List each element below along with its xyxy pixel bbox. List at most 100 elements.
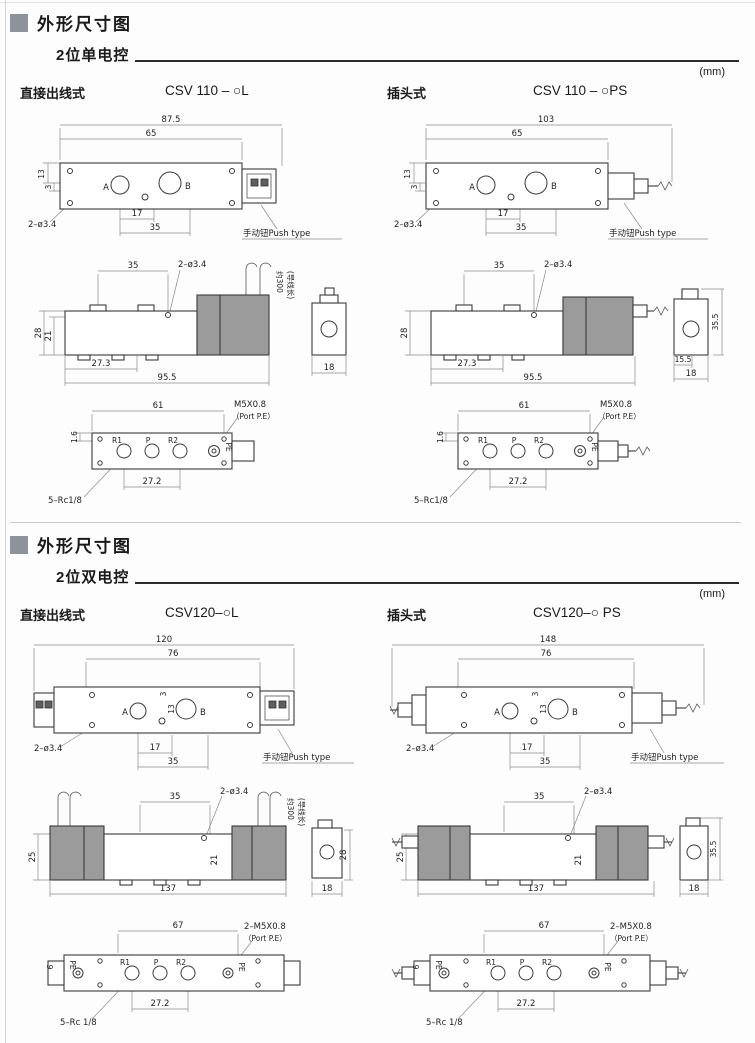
csv110-ps-top-view: 103 65 13 3 A B 2–ø3.4 17 35 手动钮Push typ… — [394, 115, 708, 240]
dim-overall: 103 — [537, 115, 553, 125]
dim-overall: 87.5 — [162, 115, 181, 125]
drawings-row: 120 76 3 13 A B 2–ø3.4 17 35 手动钮Push typ… — [10, 627, 741, 1037]
dim-17: 17 — [150, 743, 161, 753]
port-r1-label: R1 — [486, 958, 496, 967]
dim-6: 6 — [46, 964, 55, 969]
dim-1-6: 1.6 — [436, 431, 445, 443]
holes-callout: 2–ø3.4 — [584, 787, 612, 797]
port-r1-label: R1 — [478, 436, 488, 445]
holes-callout: 2–ø3.4 — [544, 260, 572, 270]
valve-top-outline — [424, 162, 672, 210]
dimension-labels: 35 2–ø3.4 约300 (导线长) 28 21 27.3 95.5 18 — [34, 260, 334, 383]
port-a-label: A — [494, 708, 500, 718]
csv120-ps-bottom-view: 67 2–M5X0.8 （Port P.E） PE 6 R1 P R2 PE 5… — [391, 921, 688, 1028]
subsection-title: 2位单电控 — [56, 47, 130, 64]
port-a-label: A — [103, 183, 109, 193]
type-label-direct-wire: 直接出线式 — [20, 86, 86, 101]
ports-thread-callout: 5–Rc1/8 — [48, 496, 82, 506]
dim-13: 13 — [37, 169, 46, 179]
dim-1-6: 1.6 — [70, 431, 79, 443]
dim-35: 35 — [493, 261, 504, 271]
column-labels: 直接出线式 CSV 110 – ○L 插头式 CSV 110 – ○PS — [10, 83, 741, 103]
dimension-labels: 103 65 13 3 A B 2–ø3.4 17 35 手动钮Push typ… — [394, 115, 676, 239]
dim-35: 35 — [128, 261, 139, 271]
port-a-label: A — [122, 708, 128, 718]
dim-13: 13 — [167, 704, 176, 714]
dimension-labels: 35 2–ø3.4 28 27.3 95.5 35.5 15.5 18 — [400, 260, 720, 383]
dim-13: 13 — [539, 704, 548, 714]
port-r1-label: R1 — [112, 436, 122, 445]
manual-button-callout: 手动钮Push type — [631, 752, 698, 763]
dim-61: 61 — [518, 401, 529, 411]
port-b-label: B — [200, 708, 206, 718]
dimension-labels: 61 M5X0.8 （Port P.E） 1.6 R1 P R2 PE 5–Rc… — [414, 400, 641, 506]
dim-35: 35 — [170, 792, 181, 802]
subsection-title: 2位双电控 — [56, 569, 130, 586]
unit-note: (mm) — [699, 66, 725, 78]
dimension-labels: 35 2–ø3.4 约300 (导线长) 25 21 137 28 18 — [28, 787, 349, 894]
dim-overall: 148 — [539, 635, 555, 645]
port-a-label: A — [469, 183, 475, 193]
section-divider — [10, 522, 741, 523]
dim-28: 28 — [339, 850, 349, 861]
port-pe-right-label: PE — [603, 962, 612, 972]
manifold-outline — [391, 954, 688, 992]
subsection-row: 2位单电控 — [56, 44, 741, 65]
port-pe-note: （Port P.E） — [598, 412, 641, 421]
port-r2-label: R2 — [542, 958, 552, 967]
port-p-label: P — [511, 436, 516, 445]
mounting-holes-callout: 2–ø3.4 — [28, 220, 56, 230]
section-title: 外形尺寸图 — [37, 537, 132, 556]
dim-67: 67 — [173, 921, 184, 931]
port-r2-label: R2 — [168, 436, 178, 445]
dim-21: 21 — [210, 855, 220, 866]
csv120-l-top-view: 120 76 3 13 A B 2–ø3.4 17 35 手动钮Push typ… — [33, 635, 354, 770]
dim-17: 17 — [521, 743, 532, 753]
manifold-outline — [91, 432, 255, 470]
thread-callout: M5X0.8 — [600, 400, 632, 410]
model-csv120-l: CSV120–○L — [165, 605, 239, 620]
ports-thread-callout: 5–Rc 1/8 — [426, 1018, 463, 1028]
dimension-lines — [408, 124, 708, 240]
dimension-labels: 87.5 65 13 3 A B 2–ø3.4 17 35 手动钮Push ty… — [28, 115, 310, 239]
page-top-edge — [0, 2, 755, 3]
dim-27-3: 27.3 — [457, 359, 476, 369]
column-labels: 直接出线式 CSV120–○L 插头式 CSV120–○ PS — [10, 605, 741, 625]
wire-length-value: 约300 — [286, 798, 296, 820]
drawings-row: 87.5 65 13 3 A B 2–ø3.4 17 35 手动钮Push ty… — [10, 105, 741, 515]
dim-35-5: 35.5 — [711, 313, 720, 330]
dim-13: 13 — [403, 169, 412, 179]
dim-18: 18 — [688, 884, 699, 894]
thread-callout: M5X0.8 — [234, 400, 266, 410]
model-csv110-ps: CSV 110 – ○PS — [533, 83, 628, 98]
valve-side-outline — [429, 288, 709, 361]
dim-18: 18 — [324, 363, 335, 373]
port-pe-label: PE — [590, 442, 599, 452]
dim-3: 3 — [159, 691, 168, 696]
valve-top-outline — [33, 686, 295, 734]
dim-35: 35 — [150, 223, 161, 233]
holes-callout: 2–ø3.4 — [178, 260, 206, 270]
dim-6: 6 — [412, 964, 421, 969]
section-2pos-single: 外形尺寸图 2位单电控 (mm) 直接出线式 CSV 110 – ○L 插头式 … — [10, 10, 741, 515]
dim-21: 21 — [44, 331, 54, 342]
dim-27-3: 27.3 — [92, 359, 111, 369]
valve-side-outline — [64, 262, 347, 361]
drawing-column-csv120-ps: 148 76 3 13 A B 2–ø3.4 17 35 手动钮Push typ… — [376, 627, 742, 1037]
port-b-label: B — [551, 182, 557, 192]
drawing-column-csv110-l: 87.5 65 13 3 A B 2–ø3.4 17 35 手动钮Push ty… — [10, 105, 376, 515]
csv120-ps-top-view: 148 76 3 13 A B 2–ø3.4 17 35 手动钮Push typ… — [389, 635, 724, 770]
dimension-labels: 67 2–M5X0.8 （Port P.E） PE 6 R1 P R2 PE 5… — [46, 921, 287, 1028]
drawing-column-csv110-ps: 103 65 13 3 A B 2–ø3.4 17 35 手动钮Push typ… — [376, 105, 742, 515]
dim-body: 76 — [168, 649, 179, 659]
dim-35: 35 — [515, 223, 526, 233]
type-label-direct-wire: 直接出线式 — [20, 608, 86, 623]
thread-callout: 2–M5X0.8 — [610, 922, 652, 932]
dim-18: 18 — [322, 884, 333, 894]
csv120-l-side-view: 35 2–ø3.4 约300 (导线长) 25 21 137 28 18 — [28, 787, 353, 897]
port-pe-note: （Port P.E） — [610, 934, 653, 943]
port-pe-note: （Port P.E） — [232, 412, 275, 421]
port-pe-left-label: PE — [434, 960, 443, 970]
port-p-label: P — [519, 958, 524, 967]
